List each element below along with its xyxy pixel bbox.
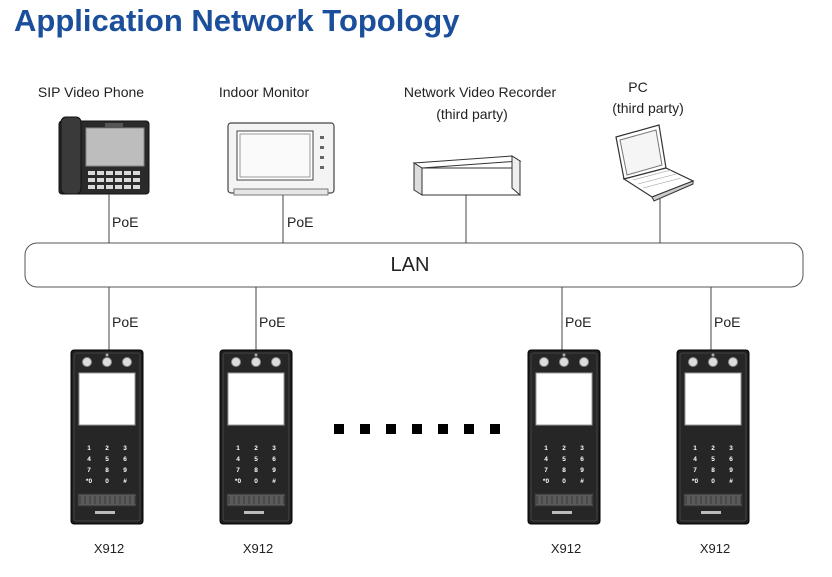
keypad-key: 1 <box>87 445 91 452</box>
ellipsis-square <box>438 424 448 434</box>
keypad-key: 7 <box>87 467 91 474</box>
door-phone-icon: 1 2 3 4 5 6 7 8 9 *0 0 # <box>527 349 601 525</box>
keypad-key: 4 <box>236 456 240 463</box>
nvr-label-line-1: Network Video Recorder <box>404 84 557 100</box>
keypad-key: 0 <box>711 478 715 485</box>
lan-label: LAN <box>391 254 430 276</box>
door-phone-icon: 1 2 3 4 5 6 7 8 9 *0 0 # <box>70 349 144 525</box>
keypad-key: 0 <box>105 478 109 485</box>
keypad-key: 1 <box>544 445 548 452</box>
keypad-key: 2 <box>254 445 258 452</box>
door-phone-model-label: X912 <box>243 541 273 556</box>
indoor-monitor-label: Indoor Monitor <box>219 84 310 100</box>
keypad-key: 5 <box>105 456 109 463</box>
door-phone-node: PoE 1 2 3 4 5 6 7 8 9 *0 0 # X912 <box>70 287 144 556</box>
sip-video-phone-node: SIP Video Phone PoE <box>38 84 150 243</box>
ellipsis-square <box>334 424 344 434</box>
door-phone-model-label: X912 <box>700 541 730 556</box>
keypad-key: 1 <box>236 445 240 452</box>
indoor-monitor-link-label: PoE <box>287 214 313 230</box>
keypad-key: 9 <box>272 467 276 474</box>
door-phone-link-label: PoE <box>112 314 138 330</box>
keypad-key: *0 <box>692 478 699 485</box>
ellipsis-square <box>412 424 422 434</box>
keypad-key: 8 <box>711 467 715 474</box>
keypad-key: 4 <box>544 456 548 463</box>
keypad-key: 2 <box>711 445 715 452</box>
keypad-key: 9 <box>580 467 584 474</box>
door-phone-link-label: PoE <box>714 314 740 330</box>
keypad-key: 5 <box>254 456 258 463</box>
nvr-icon <box>412 155 522 197</box>
ellipsis-square <box>464 424 474 434</box>
keypad-key: 4 <box>87 456 91 463</box>
pc-label-line-1: PC <box>628 79 647 95</box>
keypad-key: 3 <box>580 445 584 452</box>
keypad-key: *0 <box>86 478 93 485</box>
keypad-key: 3 <box>272 445 276 452</box>
keypad-key: 0 <box>254 478 258 485</box>
door-phone-node: PoE 1 2 3 4 5 6 7 8 9 *0 0 # X912 <box>219 287 293 556</box>
door-phone-model-label: X912 <box>551 541 581 556</box>
keypad-key: 3 <box>729 445 733 452</box>
keypad-key: 1 <box>693 445 697 452</box>
keypad-key: 5 <box>562 456 566 463</box>
keypad-key: # <box>729 478 733 485</box>
keypad-key: 7 <box>236 467 240 474</box>
keypad-key: *0 <box>235 478 242 485</box>
keypad-key: # <box>272 478 276 485</box>
nvr-node: Network Video Recorder (third party) <box>404 84 557 243</box>
pc-node: PC (third party) <box>612 79 695 243</box>
keypad-key: 7 <box>693 467 697 474</box>
door-phone-icon: 1 2 3 4 5 6 7 8 9 *0 0 # <box>676 349 750 525</box>
keypad-key: 6 <box>272 456 276 463</box>
nvr-label-line-2: (third party) <box>436 106 508 122</box>
sip-video-phone-label: SIP Video Phone <box>38 84 144 100</box>
keypad-key: 0 <box>562 478 566 485</box>
diagram-title: Application Network Topology <box>14 3 460 38</box>
ellipsis-square <box>386 424 396 434</box>
door-phone-icon: 1 2 3 4 5 6 7 8 9 *0 0 # <box>219 349 293 525</box>
door-phone-node: PoE 1 2 3 4 5 6 7 8 9 *0 0 # X912 <box>676 287 750 556</box>
keypad-key: 7 <box>544 467 548 474</box>
keypad-key: # <box>123 478 127 485</box>
keypad-key: 2 <box>105 445 109 452</box>
pc-label-line-2: (third party) <box>612 100 684 116</box>
keypad-key: 2 <box>562 445 566 452</box>
door-phone-node: PoE 1 2 3 4 5 6 7 8 9 *0 0 # X912 <box>527 287 601 556</box>
keypad-key: 9 <box>729 467 733 474</box>
laptop-icon <box>615 124 695 202</box>
ellipsis-square <box>490 424 500 434</box>
indoor-monitor-icon <box>227 122 335 196</box>
door-phone-link-label: PoE <box>565 314 591 330</box>
keypad-key: 6 <box>123 456 127 463</box>
keypad-key: 4 <box>693 456 697 463</box>
sip-video-phone-icon <box>58 116 150 195</box>
keypad-key: 8 <box>254 467 258 474</box>
indoor-monitor-node: Indoor Monitor PoE <box>219 84 335 243</box>
keypad-key: # <box>580 478 584 485</box>
keypad-key: 8 <box>562 467 566 474</box>
keypad-key: 9 <box>123 467 127 474</box>
door-phone-model-label: X912 <box>94 541 124 556</box>
door-phone-link-label: PoE <box>259 314 285 330</box>
ellipsis-square <box>360 424 370 434</box>
sip-phone-link-label: PoE <box>112 214 138 230</box>
keypad-key: *0 <box>543 478 550 485</box>
lan-bus <box>24 242 804 288</box>
keypad-key: 6 <box>580 456 584 463</box>
keypad-key: 3 <box>123 445 127 452</box>
keypad-key: 6 <box>729 456 733 463</box>
keypad-key: 5 <box>711 456 715 463</box>
keypad-key: 8 <box>105 467 109 474</box>
